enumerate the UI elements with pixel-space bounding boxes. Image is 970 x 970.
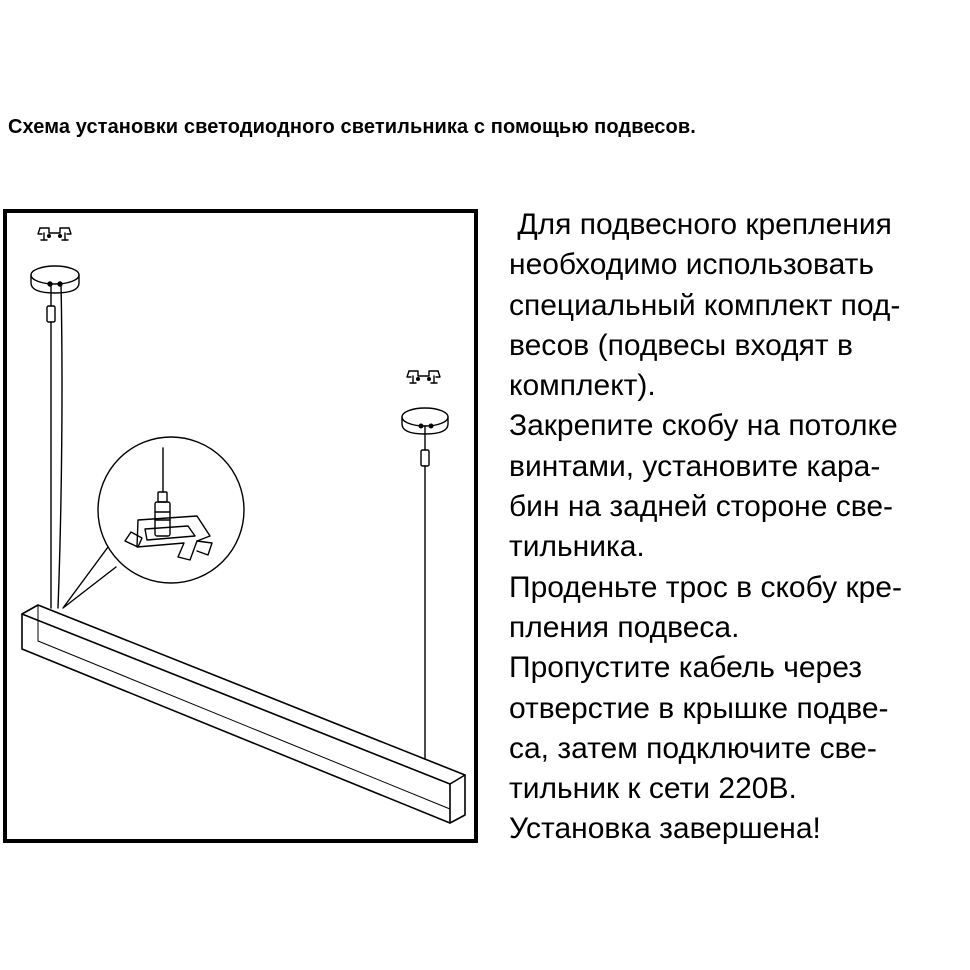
- instruction-line: необходимо использовать: [509, 248, 874, 282]
- instruction-line: Для подвесного крепления: [509, 208, 892, 241]
- instruction-line: комплект).: [509, 369, 656, 403]
- led-luminaire: [21, 604, 466, 824]
- instructions-text: Для подвесного крепления необходимо испо…: [509, 205, 964, 850]
- instruction-line: Пропустите кабель через: [509, 651, 863, 685]
- instruction-line: весов (подвесы входят в: [509, 328, 853, 362]
- detail-callout: [62, 436, 245, 609]
- instruction-line: Закрепите скобу на потолке: [509, 409, 898, 443]
- instruction-line: са, затем подключите све-: [509, 731, 877, 765]
- instruction-line: винтами, установите кара-: [509, 449, 881, 483]
- instruction-line: Проденьте трос в скобу кре-: [509, 570, 902, 604]
- diagram-frame: [3, 209, 478, 843]
- left-canopy: [30, 265, 80, 294]
- right-ceiling-bracket-icon: [406, 370, 441, 384]
- instruction-line: Установка завершена!: [509, 812, 821, 846]
- instruction-line: специальный комплект под-: [509, 288, 901, 322]
- instruction-line: отверстие в крышке подве-: [509, 691, 889, 725]
- left-cable-gripper: [46, 283, 56, 609]
- instruction-line: пления подвеса.: [509, 610, 740, 644]
- instruction-line: тильник к сети 220В.: [509, 772, 797, 806]
- left-power-cable: [57, 283, 63, 609]
- left-ceiling-bracket-icon: [37, 227, 72, 241]
- instruction-line: тильника.: [509, 530, 645, 564]
- right-cable-gripper: [420, 425, 430, 760]
- page-title: Схема установки светодиодного светильник…: [8, 116, 696, 138]
- instruction-line: бин на задней стороне све-: [509, 490, 894, 524]
